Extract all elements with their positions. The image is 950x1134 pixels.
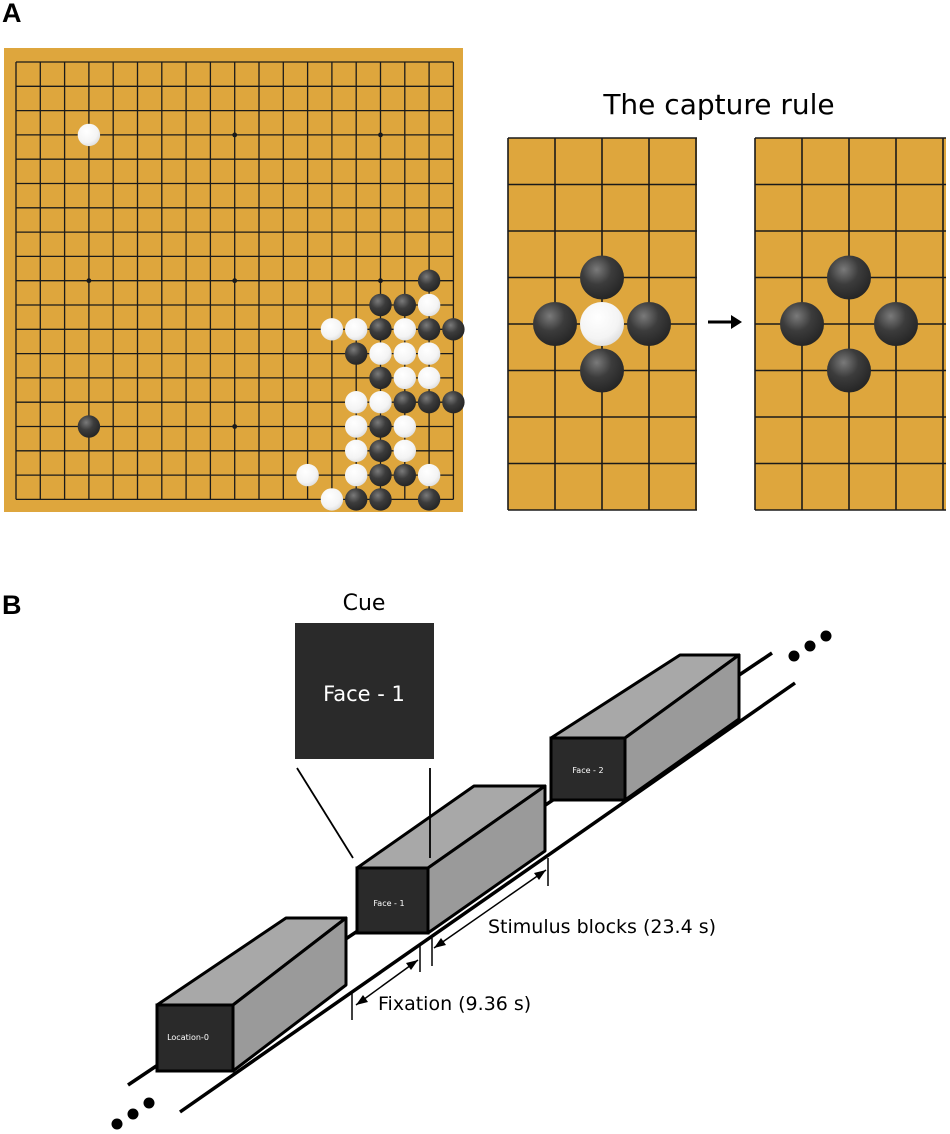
cue-connector-left	[296, 767, 354, 859]
black-stone	[369, 488, 392, 511]
star-point	[86, 278, 92, 284]
star-point	[232, 278, 238, 284]
cue-callout: Cue Face - 1	[295, 591, 434, 859]
white-stone	[345, 318, 368, 341]
black-stone	[417, 391, 441, 414]
white-stone	[345, 439, 368, 462]
white-stone	[369, 342, 392, 365]
ellipsis-dots-top	[788, 630, 832, 662]
white-stone	[296, 463, 319, 487]
black-stone	[369, 318, 392, 341]
black-stone	[369, 463, 392, 487]
stimulus-block-face-1: Face - 1	[355, 784, 547, 935]
cue-title: Cue	[343, 591, 386, 616]
white-stone	[393, 415, 416, 438]
white-stone	[77, 123, 101, 147]
black-stone	[417, 488, 441, 511]
panel-b-letter: B	[2, 590, 22, 620]
block-label-face-2: Face - 2	[572, 766, 603, 775]
white-stone	[417, 342, 441, 365]
stimulus-block-location-0: Location-0	[155, 916, 348, 1073]
black-stone	[580, 255, 624, 300]
capture-board-after-grid	[754, 137, 946, 511]
black-stone	[369, 293, 392, 317]
panel-a-letter: A	[2, 0, 22, 28]
black-stone	[874, 302, 918, 346]
star-point	[232, 132, 238, 138]
black-stone	[442, 391, 465, 414]
block-label-location-0: Location-0	[167, 1033, 209, 1042]
white-stone	[393, 439, 416, 462]
stimulus-blocks-label: Stimulus blocks (23.4 s)	[488, 916, 716, 938]
black-stone	[345, 342, 368, 365]
cue-text: Face - 1	[323, 682, 405, 706]
white-stone	[320, 318, 344, 341]
capture-arrow	[708, 315, 742, 329]
star-point	[378, 278, 383, 284]
black-stone	[780, 302, 824, 346]
white-stone	[393, 366, 416, 390]
black-stone	[417, 318, 441, 341]
capture-board-before-stones	[533, 255, 671, 393]
black-stone	[580, 348, 624, 393]
star-point	[378, 132, 383, 138]
white-stone	[345, 463, 368, 487]
black-stone	[369, 415, 392, 438]
black-stone	[417, 269, 441, 292]
white-stone	[393, 342, 416, 365]
capture-rule-title: The capture rule	[602, 88, 834, 121]
black-stone	[345, 488, 368, 511]
capture-board-before	[507, 137, 697, 511]
black-stone	[369, 366, 392, 390]
timeline-rail-lower	[178, 681, 797, 1114]
white-stone	[580, 302, 624, 346]
white-stone	[417, 293, 441, 317]
white-stone	[417, 366, 441, 390]
black-stone	[827, 348, 871, 393]
black-stone	[533, 302, 577, 346]
black-stone	[393, 463, 416, 487]
black-stone	[627, 302, 671, 346]
white-stone	[393, 318, 416, 341]
black-stone	[442, 318, 465, 341]
black-stone	[77, 415, 101, 438]
capture-board-after	[754, 137, 946, 511]
fixation-duration-marker: Fixation (9.36 s)	[351, 945, 531, 1020]
black-stone	[369, 439, 392, 462]
ellipsis-dots-bottom	[111, 1097, 155, 1130]
white-stone	[345, 391, 368, 414]
main-board-stones	[77, 123, 465, 511]
stimulus-duration-marker: Stimulus blocks (23.4 s)	[431, 858, 716, 966]
capture-board-after-stones	[780, 255, 918, 393]
white-stone	[417, 463, 441, 487]
main-go-board	[4, 48, 465, 512]
white-stone	[320, 488, 344, 511]
white-stone	[369, 391, 392, 414]
fixation-label: Fixation (9.36 s)	[378, 993, 531, 1015]
white-stone	[345, 415, 368, 438]
star-point	[232, 424, 238, 429]
block-label-face-1: Face - 1	[373, 899, 404, 908]
black-stone	[393, 391, 416, 414]
stimulus-block-face-2: Face - 2	[549, 653, 741, 802]
black-stone	[827, 255, 871, 300]
cue-box	[295, 623, 434, 759]
black-stone	[393, 293, 416, 317]
